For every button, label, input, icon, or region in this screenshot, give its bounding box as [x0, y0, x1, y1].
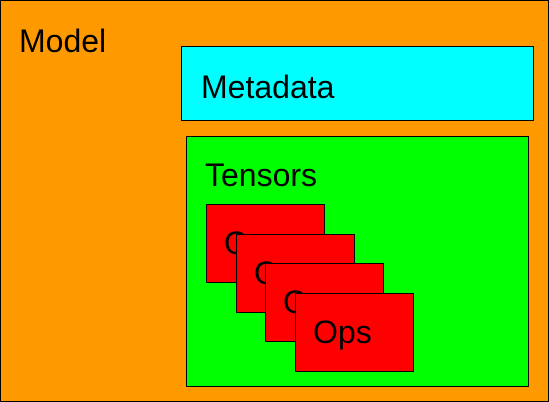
ops-box-4: Ops: [295, 293, 414, 372]
model-label: Model: [19, 23, 107, 59]
ops-label-4: Ops: [313, 314, 372, 350]
metadata-box: Metadata: [181, 46, 534, 121]
metadata-label: Metadata: [201, 69, 335, 105]
tensors-label: Tensors: [205, 157, 318, 193]
